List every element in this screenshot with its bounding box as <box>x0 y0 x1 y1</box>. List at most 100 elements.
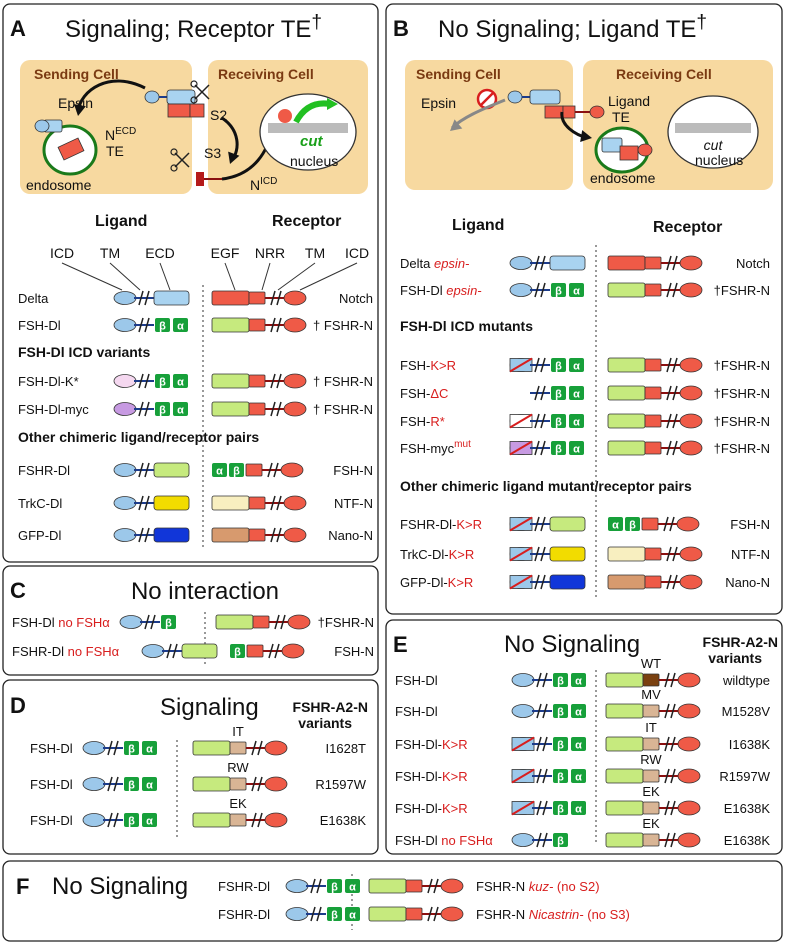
alpha-box <box>571 704 586 718</box>
tm-slash <box>276 373 282 389</box>
tm-slash <box>664 703 670 719</box>
beta-box <box>551 441 566 455</box>
mutation-slash <box>509 357 533 373</box>
variant-tag: WT <box>641 656 661 671</box>
dna-strand <box>268 123 348 133</box>
receptor-icd <box>677 672 701 688</box>
notch-in-endosome <box>619 145 639 161</box>
receptor-nrr <box>248 374 266 388</box>
receptor-nrr <box>644 358 662 372</box>
tm-slash <box>172 643 178 659</box>
receptor-header: Receptor <box>272 213 341 230</box>
ligand-name: FSHR-Dl no FSHα <box>12 644 120 659</box>
alpha-glyph: α <box>216 466 223 478</box>
ligand-ecd <box>153 495 190 511</box>
domain-pointer <box>159 262 171 291</box>
receptor-name: FSHR-N kuz- (no S2) <box>476 879 600 894</box>
ligand-name: FSHR-Dl <box>218 907 270 922</box>
tm-slash <box>540 357 546 373</box>
receptor-name: FSH-N <box>333 463 373 478</box>
receptor-name: † FSHR-N <box>313 374 373 389</box>
mutation-slash <box>509 516 533 532</box>
tm-slash <box>540 516 546 532</box>
tm-slash <box>138 373 144 389</box>
receptor-icd <box>677 768 701 784</box>
tm-slash <box>138 290 144 306</box>
receptor-icd <box>679 546 703 562</box>
sending-cell-label: Sending Cell <box>34 66 119 82</box>
sending-cell-label: Sending Cell <box>416 66 501 82</box>
mutation-slash <box>509 574 533 590</box>
receptor-name: FSHR-N Nicastrin- (no S3) <box>476 907 630 922</box>
variant-tag: RW <box>640 752 662 767</box>
tm-slash <box>666 546 672 562</box>
tm-slash <box>316 878 322 894</box>
tm-slash <box>536 832 542 848</box>
label-run: K>R <box>448 575 474 590</box>
alpha-box <box>212 463 227 477</box>
ligand-name: FSH-Dl-myc <box>18 402 89 417</box>
tm-slash <box>113 740 119 756</box>
notch-icd-endocytosed <box>637 143 653 157</box>
tm-slash <box>274 614 280 630</box>
ligand-ecd <box>153 290 190 306</box>
tm-slash <box>540 440 546 456</box>
tm-slash <box>144 401 150 417</box>
receptor-header: Receptor <box>653 219 722 236</box>
ligand-header: Ligand <box>452 217 504 234</box>
section-title: FSH-Dl ICD mutants <box>400 318 533 334</box>
ligand-name: FSH-Dl <box>30 777 73 792</box>
tm-slash <box>107 812 113 828</box>
beta-box <box>553 769 568 783</box>
receptor-name: NTF-N <box>334 496 373 511</box>
label-run: FSH-Dl- <box>395 801 442 816</box>
receptor-nrr <box>245 463 263 477</box>
receptor-ecd <box>607 440 646 456</box>
alpha-box <box>173 374 188 388</box>
beta-glyph: β <box>233 466 240 478</box>
domain-pointer <box>261 262 271 291</box>
alpha-glyph: α <box>575 804 582 816</box>
tm-slash <box>273 462 279 478</box>
ligand-icd <box>509 256 533 270</box>
variant-name: E1638K <box>724 801 771 816</box>
receptor-ecd <box>192 812 231 828</box>
ligand-name: FSH-Dl epsin- <box>400 283 482 298</box>
tm-slash <box>144 527 150 543</box>
ligand-name: TrkC-Dl-K>R <box>400 547 474 562</box>
tm-slash <box>670 768 676 784</box>
tm-slash <box>540 282 546 298</box>
tm-slash <box>276 290 282 306</box>
beta-glyph: β <box>555 361 562 373</box>
tm-slash <box>664 672 670 688</box>
variants-header: variants <box>298 715 352 731</box>
receptor-nrr <box>248 318 266 332</box>
receptor-icd <box>283 401 307 417</box>
tm-slash <box>542 768 548 784</box>
label-run: ECD <box>115 126 136 137</box>
receptor-name: † FSHR-N <box>313 402 373 417</box>
receptor-ecd <box>192 776 231 792</box>
s2-s3-arrow-head <box>228 151 240 164</box>
tm-slash <box>310 878 316 894</box>
receptor-ecd <box>215 614 254 630</box>
receptor-icd <box>264 812 288 828</box>
tm-slash <box>251 812 257 828</box>
scissors-handle <box>170 164 178 172</box>
beta-box <box>124 777 139 791</box>
tm-slash <box>276 401 282 417</box>
ligand-name: FSH-Dl <box>18 318 61 333</box>
label-run: N <box>250 177 260 193</box>
mutation-slash <box>511 736 535 752</box>
alpha-box <box>571 801 586 815</box>
tm-slash <box>666 440 672 456</box>
ligand-icd <box>141 644 165 658</box>
ligand-ecd-endocytosed <box>601 137 623 153</box>
no-epsin-slash <box>480 92 494 106</box>
beta-box <box>229 463 244 477</box>
tm-slash <box>664 832 670 848</box>
beta-glyph: β <box>159 321 166 333</box>
label-run: no FSHα <box>441 833 493 848</box>
tm-slash <box>144 495 150 511</box>
tm-slash <box>138 495 144 511</box>
